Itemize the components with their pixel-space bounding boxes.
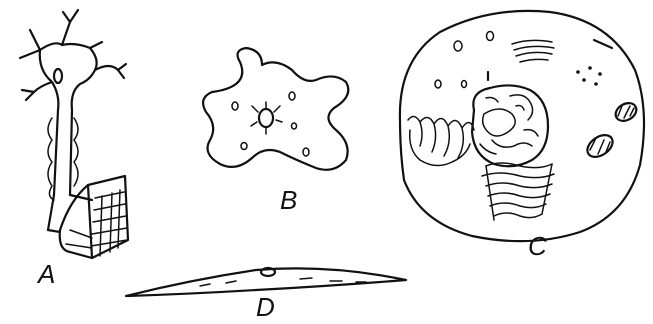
neuron-drawing-a xyxy=(20,10,128,258)
nucleolus xyxy=(483,109,516,136)
amoeba-vacuole xyxy=(292,123,297,129)
muscle-fiber-bundle xyxy=(48,176,128,258)
rough-er-left xyxy=(408,116,474,165)
animal-cell-drawing-c xyxy=(400,11,644,241)
amoeba-vacuole xyxy=(241,143,247,150)
neuron-nucleus xyxy=(54,69,62,83)
cytoplasm-granules xyxy=(435,32,612,89)
amoeba-membrane xyxy=(203,48,348,170)
mitochondria xyxy=(583,100,639,162)
amoeba-vacuole xyxy=(303,148,309,156)
neuron-cell-body xyxy=(20,10,126,110)
golgi-apparatus xyxy=(512,40,554,62)
label-d: D xyxy=(256,292,275,322)
label-c: C xyxy=(528,231,547,261)
neuron-axon xyxy=(48,110,92,230)
amoeba-nucleus xyxy=(251,102,282,134)
nucleus xyxy=(472,85,548,166)
label-a: A xyxy=(36,259,55,289)
amoeba-drawing-b xyxy=(203,48,348,170)
rough-er-bottom xyxy=(482,163,554,220)
label-b: B xyxy=(280,185,297,215)
amoeba-vacuole xyxy=(232,102,238,110)
amoeba-vacuole xyxy=(289,92,295,100)
